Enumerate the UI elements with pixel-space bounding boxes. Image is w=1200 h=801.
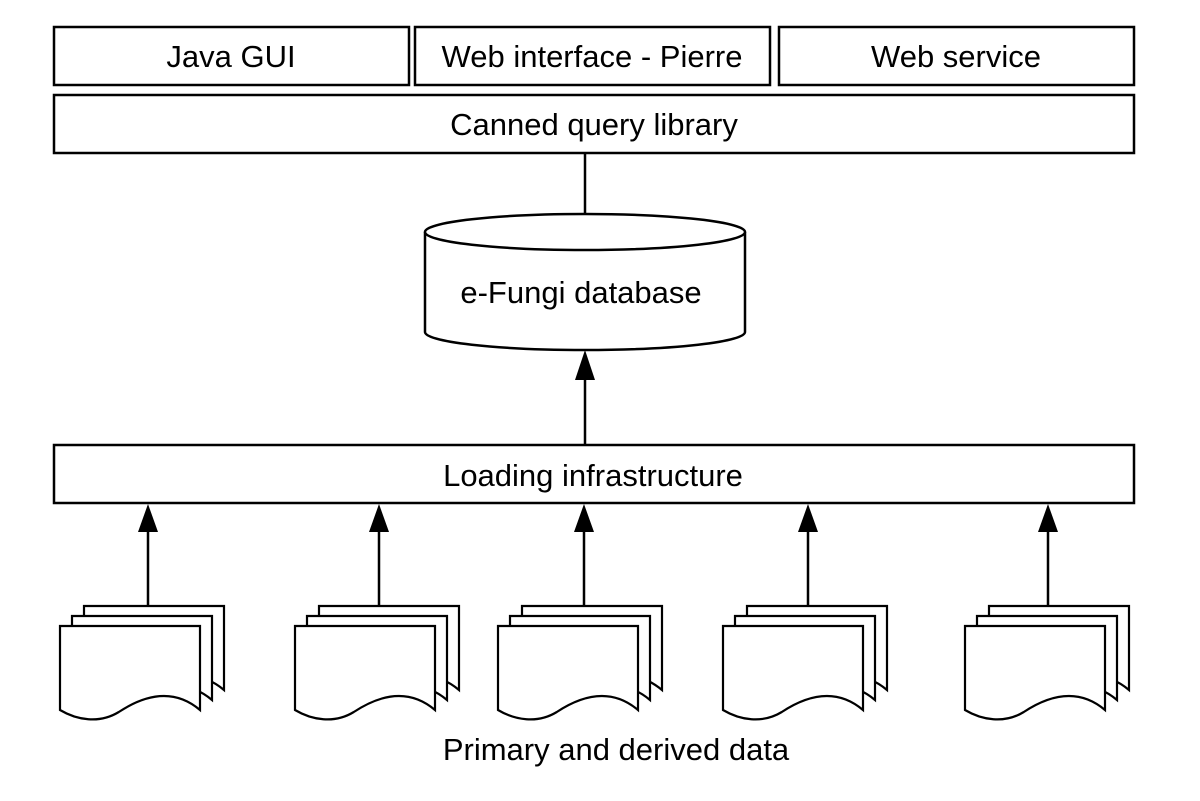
web-interface-label: Web interface - Pierre [442, 39, 743, 74]
data-source-stack-2 [293, 604, 461, 721]
source-arrow-1 [138, 504, 158, 606]
document-page [721, 624, 865, 721]
data-source-stack-5 [963, 604, 1131, 721]
java-gui-box: Java GUI [52, 25, 411, 87]
loading-infrastructure-label: Loading infrastructure [443, 458, 743, 493]
loading-to-db-arrow [575, 350, 595, 445]
database-label: e-Fungi database [460, 275, 701, 310]
loading-infrastructure-box: Loading infrastructure [52, 443, 1136, 505]
web-interface-box: Web interface - Pierre [413, 25, 772, 87]
source-arrow-5 [1038, 504, 1058, 606]
source-arrow-4 [798, 504, 818, 606]
document-page [963, 624, 1107, 721]
web-service-label: Web service [871, 39, 1041, 74]
document-page [58, 624, 202, 721]
document-page [496, 624, 640, 721]
source-arrows [138, 504, 1058, 606]
web-service-box: Web service [777, 25, 1136, 87]
source-arrow-3 [574, 504, 594, 606]
data-source-stack-1 [58, 604, 226, 721]
source-arrow-2 [369, 504, 389, 606]
data-source-stacks [58, 604, 1131, 721]
query-library-label: Canned query library [450, 107, 738, 142]
query-library-box: Canned query library [52, 93, 1136, 155]
data-source-stack-4 [721, 604, 889, 721]
java-gui-label: Java GUI [166, 39, 295, 74]
document-page [293, 624, 437, 721]
data-caption: Primary and derived data [443, 732, 790, 767]
database-cylinder: e-Fungi database [423, 212, 747, 352]
data-source-stack-3 [496, 604, 664, 721]
